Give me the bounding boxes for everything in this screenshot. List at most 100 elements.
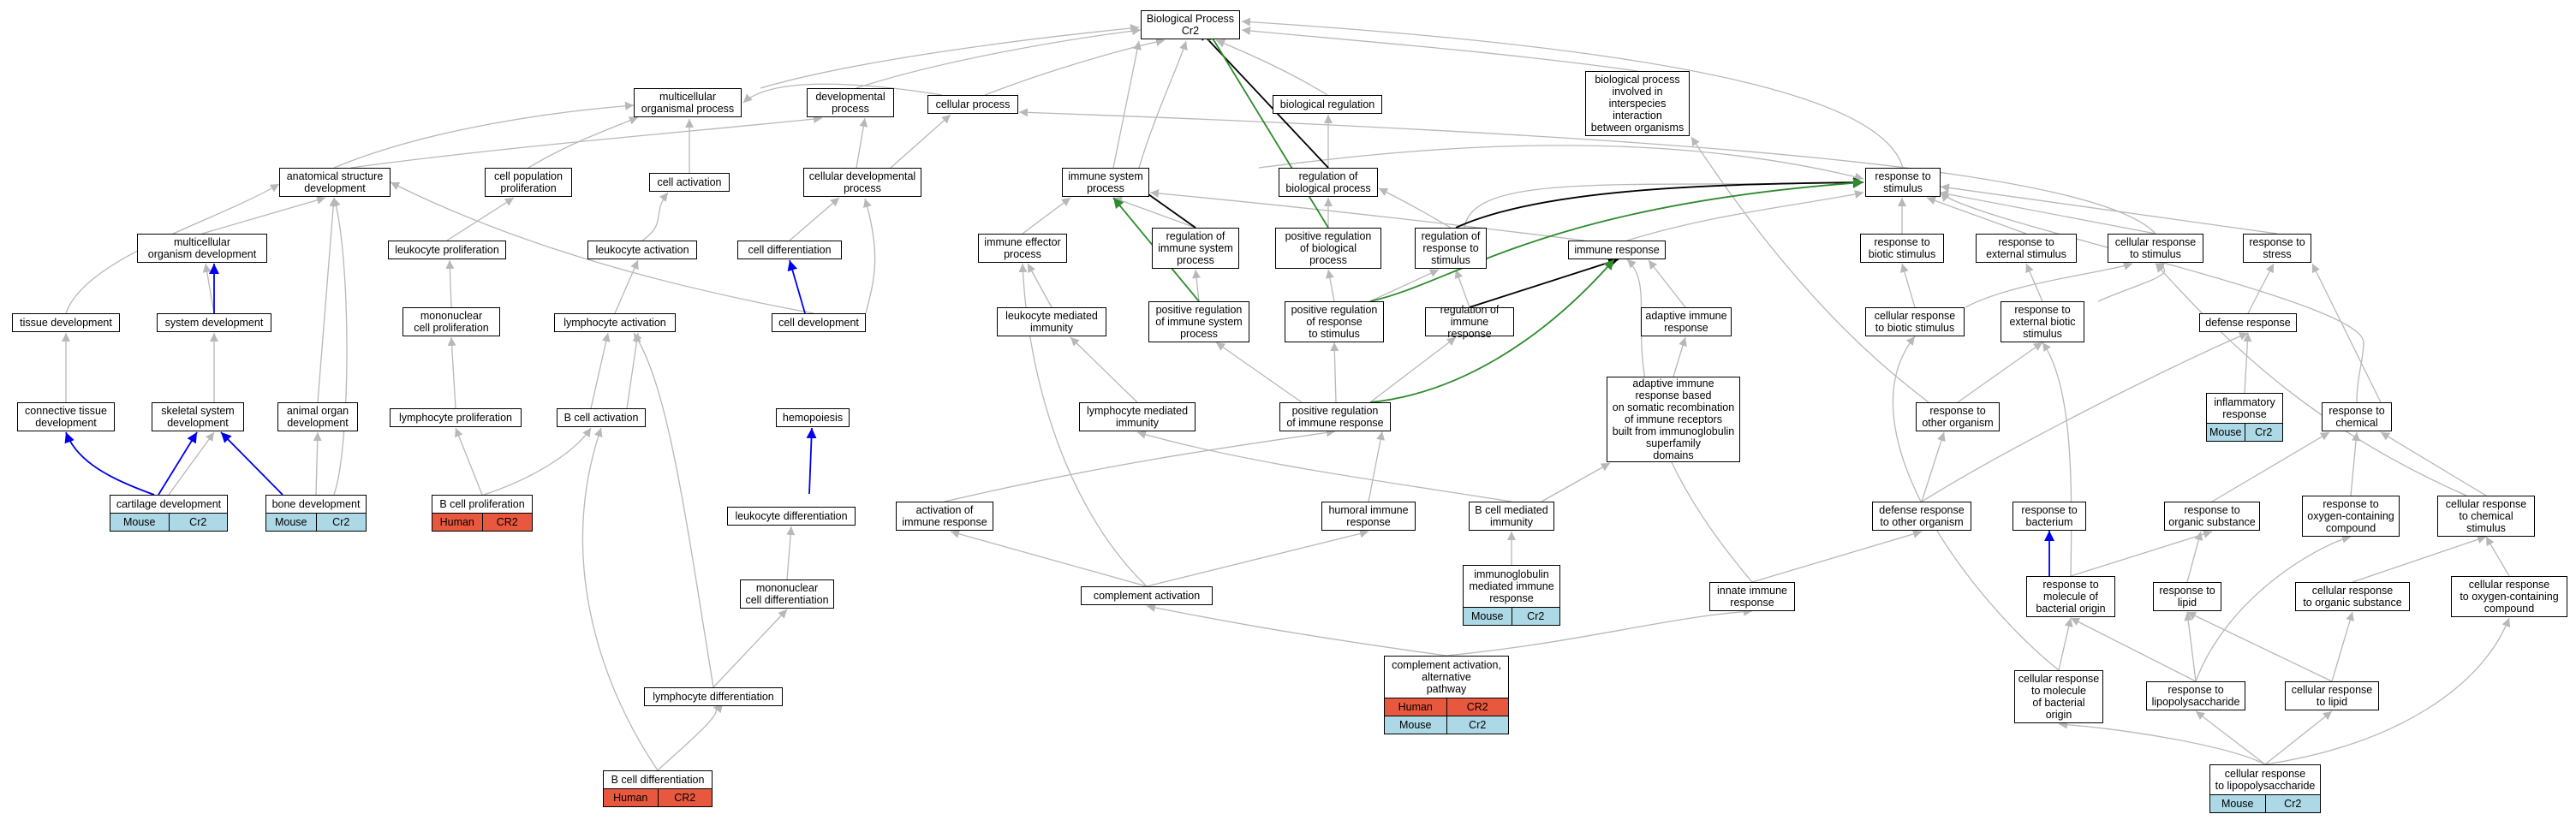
node-lymphocyte-differentiation[interactable]: lymphocyte differentiation: [644, 687, 783, 706]
node-cellular-process[interactable]: cellular process: [927, 95, 1018, 114]
node-response-to-lipid[interactable]: response to lipid: [2153, 582, 2221, 611]
node-response-to-external-biotic-stimulus[interactable]: response to external biotic stimulus: [2001, 301, 2084, 342]
node-multicellular-organism-development[interactable]: multicellular organism development: [137, 234, 267, 263]
node-cellular-response-to-oxygen-containing-compound[interactable]: cellular response to oxygen-containing c…: [2451, 576, 2567, 617]
gene-cell: Cr2: [168, 514, 228, 531]
node-innate-immune-response[interactable]: innate immune response: [1709, 582, 1795, 611]
edge-gray-25: [1378, 187, 1452, 229]
node-adaptive-somatic-recombination[interactable]: adaptive immune response based on somati…: [1607, 377, 1740, 462]
node-response-to-biotic-stimulus[interactable]: response to biotic stimulus: [1860, 234, 1944, 263]
node-immune-effector-process[interactable]: immune effector process: [978, 234, 1067, 263]
leaf-immunoglobulin-mediated-immune-response[interactable]: immunoglobulin mediated immune response …: [1463, 565, 1560, 626]
node-cellular-response-to-organic-substance[interactable]: cellular response to organic substance: [2295, 582, 2410, 611]
node-b-cell-activation[interactable]: B cell activation: [557, 408, 646, 427]
node-skeletal-system-development[interactable]: skeletal system development: [152, 402, 244, 431]
node-multicellular-organismal-process[interactable]: multicellular organismal process: [634, 88, 742, 117]
node-cell-differentiation[interactable]: cell differentiation: [737, 241, 842, 259]
edge-green-116: [1369, 258, 1615, 403]
node-response-to-molecule-of-bacterial-origin[interactable]: response to molecule of bacterial origin: [2026, 576, 2115, 617]
leaf-complement-activation-alternative-pathway[interactable]: complement activation, alternative pathw…: [1384, 656, 1509, 734]
edge-green-117: [1369, 177, 1864, 302]
node-complement-activation[interactable]: complement activation: [1081, 586, 1213, 605]
node-tissue-development[interactable]: tissue development: [12, 313, 120, 332]
node-adaptive-immune-response[interactable]: adaptive immune response: [1641, 307, 1732, 336]
node-lymphocyte-mediated-immunity[interactable]: lymphocyte mediated immunity: [1079, 402, 1196, 431]
node-anatomical-structure-development[interactable]: anatomical structure development: [279, 168, 391, 197]
node-response-to-oxygen-containing-compound[interactable]: response to oxygen-containing compound: [2302, 496, 2400, 537]
edge-gray-105: [483, 427, 592, 496]
node-leukocyte-proliferation[interactable]: leukocyte proliferation: [388, 241, 506, 259]
node-cellular-response-to-molecule-of-bacterial-origin[interactable]: cellular response to molecule of bacteri…: [2014, 670, 2103, 723]
edge-gray-97: [581, 427, 659, 771]
node-response-to-external-stimulus[interactable]: response to external stimulus: [1976, 234, 2077, 263]
node-developmental-process[interactable]: developmental process: [807, 88, 894, 117]
node-cellular-response-to-chemical-stimulus[interactable]: cellular response to chemical stimulus: [2437, 496, 2535, 537]
node-positive-regulation-of-biological-process[interactable]: positive regulation of biological proces…: [1275, 228, 1381, 269]
node-response-to-lipopolysaccharide[interactable]: response to lipopolysaccharide: [2146, 681, 2245, 710]
node-cellular-response-to-biotic-stimulus[interactable]: cellular response to biotic stimulus: [1865, 307, 1965, 336]
edge-gray-74: [2155, 263, 2467, 496]
node-mononuclear-cell-differentiation[interactable]: mononuclear cell differentiation: [740, 579, 834, 609]
node-positive-regulation-of-immune-response[interactable]: positive regulation of immune response: [1279, 402, 1391, 431]
node-animal-organ-development[interactable]: animal organ development: [277, 402, 358, 431]
node-leukocyte-mediated-immunity[interactable]: leukocyte mediated immunity: [997, 307, 1106, 336]
edge-gray-81: [2070, 530, 2213, 577]
node-response-to-bacterium[interactable]: response to bacterium: [2012, 502, 2086, 531]
leaf-cellular-response-to-lipopolysaccharide[interactable]: cellular response to lipopolysaccharide …: [2209, 764, 2321, 813]
node-immune-system-process[interactable]: immune system process: [1062, 168, 1149, 197]
node-lymphocyte-activation[interactable]: lymphocyte activation: [554, 313, 676, 332]
node-response-to-organic-substance[interactable]: response to organic substance: [2164, 502, 2260, 531]
node-defense-response-to-other-organism[interactable]: defense response to other organism: [1872, 502, 1971, 531]
node-humoral-immune-response[interactable]: humoral immune response: [1321, 502, 1416, 531]
node-positive-regulation-of-immune-system-process[interactable]: positive regulation of immune system pro…: [1148, 301, 1249, 342]
edge-gray-98: [657, 704, 723, 771]
node-biological-regulation[interactable]: biological regulation: [1273, 95, 1382, 114]
node-cellular-developmental-process[interactable]: cellular developmental process: [803, 168, 921, 197]
node-b-cell-mediated-immunity[interactable]: B cell mediated immunity: [1469, 502, 1554, 531]
node-immune-response[interactable]: immune response: [1568, 241, 1666, 259]
node-mononuclear-cell-proliferation[interactable]: mononuclear cell proliferation: [402, 307, 500, 336]
node-response-to-chemical[interactable]: response to chemical: [2322, 402, 2392, 431]
edge-gray-61: [1957, 342, 2043, 403]
node-leukocyte-activation[interactable]: leukocyte activation: [587, 241, 697, 259]
edge-gray-109: [168, 431, 215, 496]
node-response-to-stress[interactable]: response to stress: [2243, 234, 2311, 263]
node-regulation-of-immune-system-process[interactable]: regulation of immune system process: [1152, 228, 1239, 269]
node-regulation-of-immune-response[interactable]: regulation of immune response: [1425, 304, 1514, 340]
edge-gray-41: [1369, 269, 1440, 302]
node-cell-population-proliferation[interactable]: cell population proliferation: [485, 168, 572, 197]
edge-gray-84: [2352, 535, 2487, 583]
edge-black-110: [1198, 29, 1329, 169]
node-activation-of-immune-response[interactable]: activation of immune response: [896, 502, 993, 531]
node-interspecies-interaction[interactable]: biological process involved in interspec…: [1585, 71, 1690, 136]
node-cellular-response-to-lipid[interactable]: cellular response to lipid: [2285, 681, 2379, 710]
node-defense-response[interactable]: defense response: [2199, 313, 2297, 332]
node-leukocyte-differentiation[interactable]: leukocyte differentiation: [727, 507, 856, 526]
node-cell-development[interactable]: cell development: [772, 313, 866, 332]
node-connective-tissue-development[interactable]: connective tissue development: [17, 402, 115, 431]
edge-gray-13: [890, 114, 951, 169]
node-regulation-of-biological-process[interactable]: regulation of biological process: [1279, 168, 1378, 197]
gene-cell: CR2: [1446, 698, 1509, 716]
node-cell-activation[interactable]: cell activation: [649, 173, 730, 192]
node-regulation-of-response-to-stimulus[interactable]: regulation of response to stimulus: [1415, 228, 1487, 269]
node-response-to-stimulus[interactable]: response to stimulus: [1865, 168, 1941, 197]
edge-gray-86: [713, 609, 788, 688]
node-lymphocyte-proliferation[interactable]: lymphocyte proliferation: [390, 408, 522, 427]
node-positive-regulation-of-response-to-stimulus[interactable]: positive regulation of response to stimu…: [1285, 301, 1384, 342]
edge-gray-70: [1921, 332, 2249, 502]
species-cell: Mouse: [1470, 610, 1504, 622]
node-cellular-response-to-stimulus[interactable]: cellular response to stimulus: [2108, 234, 2203, 263]
node-response-to-other-organism[interactable]: response to other organism: [1916, 402, 2000, 431]
node-biological-process[interactable]: Biological Process Cr2: [1141, 10, 1240, 39]
edge-gray-46: [1965, 262, 2133, 308]
node-system-development[interactable]: system development: [157, 313, 271, 332]
node-hemopoiesis[interactable]: hemopoiesis: [776, 408, 850, 427]
edge-gray-96: [1146, 603, 1447, 657]
edge-gray-62: [1690, 136, 1929, 403]
